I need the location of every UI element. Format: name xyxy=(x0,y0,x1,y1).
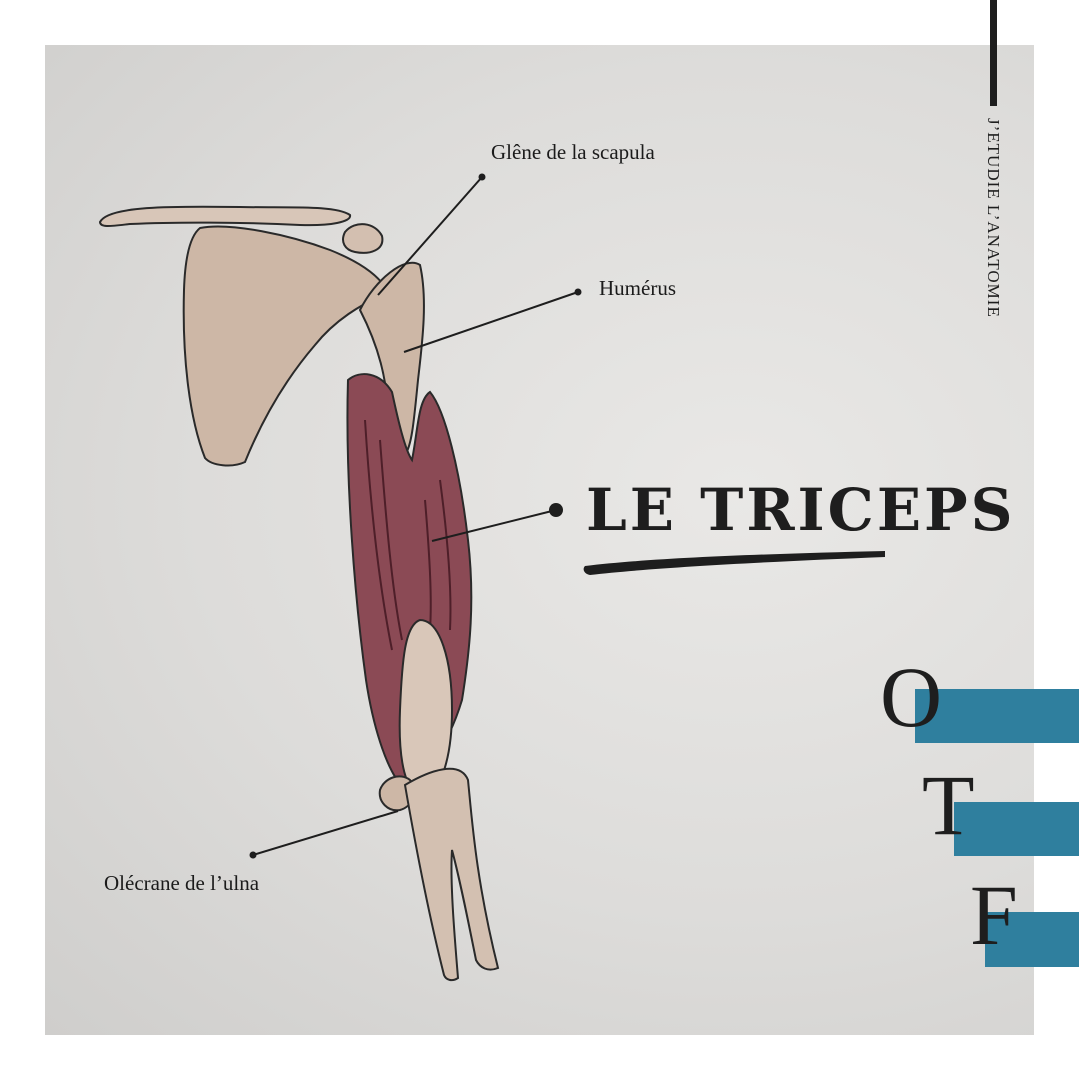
logo-letter-f: F xyxy=(970,867,1018,963)
logo-block-1 xyxy=(915,689,1079,743)
label-glene: Glêne de la scapula xyxy=(491,140,655,164)
logo-block-3 xyxy=(985,912,1079,967)
leader-dot-humerus xyxy=(574,288,582,296)
leader-dot-triceps xyxy=(549,503,563,517)
page-title: LE TRICEPS xyxy=(586,476,1016,544)
logo-block-2 xyxy=(954,802,1079,856)
acromion xyxy=(342,223,384,254)
label-olecrane: Olécrane de l’ulna xyxy=(104,871,260,895)
top-right-bar xyxy=(990,0,997,106)
muscle-fibers xyxy=(364,419,452,651)
label-humerus: Humérus xyxy=(599,276,676,300)
leader-dot-glene xyxy=(478,173,486,181)
side-caption: J’ETUDIE L’ANATOMIE xyxy=(984,118,1003,318)
logo-letter-t: T xyxy=(922,757,975,853)
leader-lines xyxy=(252,176,579,856)
scapula xyxy=(182,225,390,467)
title-underline xyxy=(583,551,885,575)
logo-letter-o: O xyxy=(880,649,943,745)
forearm xyxy=(403,767,500,982)
leader-dot-olecrane xyxy=(249,851,257,859)
clavicle xyxy=(98,205,351,227)
